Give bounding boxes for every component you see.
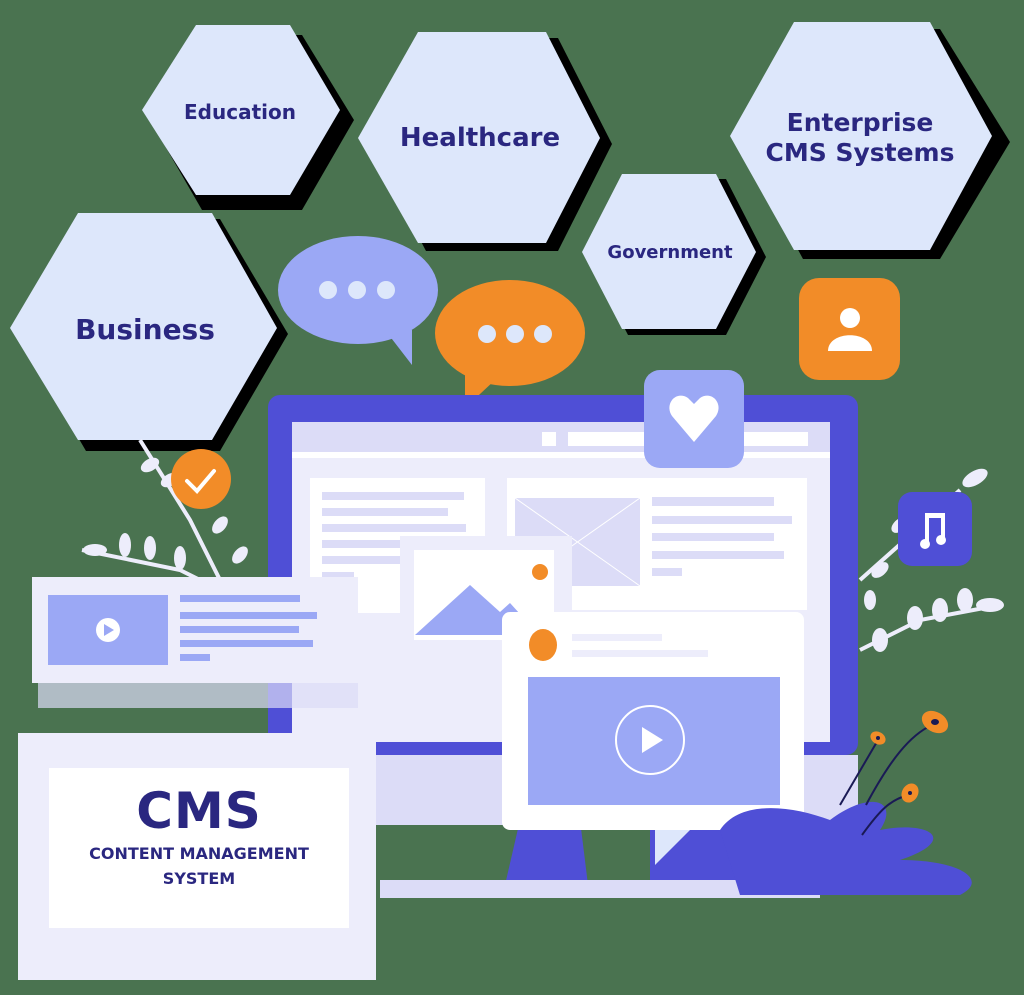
chat-bubble-icon bbox=[435, 280, 585, 408]
hex-label-healthcare: Healthcare bbox=[399, 123, 561, 154]
check-icon bbox=[185, 469, 216, 494]
hex-label-education: Education bbox=[184, 100, 296, 124]
hex-label-business: Business bbox=[75, 313, 215, 347]
hex-enterprise bbox=[730, 22, 992, 250]
hex-education bbox=[142, 25, 340, 195]
heart-icon bbox=[669, 395, 719, 442]
cms-title: CMS bbox=[136, 782, 262, 840]
hex-label-government: Government bbox=[607, 242, 733, 264]
hex-government bbox=[582, 174, 756, 329]
cms-card-inner: CMS CONTENT MANAGEMENT SYSTEM bbox=[49, 768, 349, 928]
chat-bubble-icon bbox=[278, 236, 438, 365]
music-note-icon bbox=[920, 513, 946, 549]
play-icon bbox=[642, 727, 663, 753]
cms-card: CMS CONTENT MANAGEMENT SYSTEM bbox=[18, 733, 376, 980]
hex-label-enterprise: Enterprise CMS Systems bbox=[765, 108, 955, 167]
hex-healthcare bbox=[358, 32, 600, 243]
play-icon bbox=[104, 624, 114, 636]
cms-subtitle-line2: SYSTEM bbox=[162, 868, 236, 888]
hex-business bbox=[10, 213, 277, 440]
user-icon bbox=[840, 308, 860, 328]
image-placeholder-icon bbox=[415, 585, 530, 635]
cms-subtitle-line1: CONTENT MANAGEMENT bbox=[89, 844, 309, 863]
